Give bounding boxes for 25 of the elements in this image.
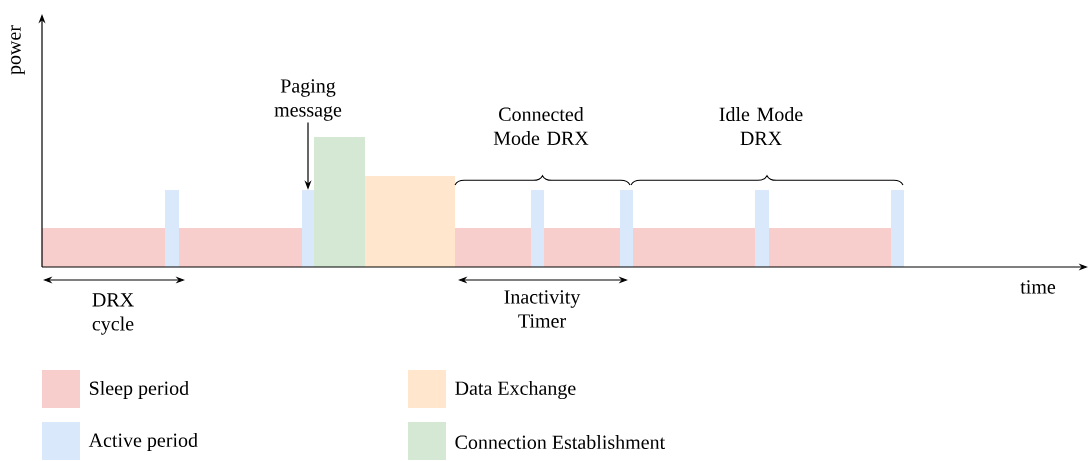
brace-label: Connected Mode DRX: [493, 107, 589, 146]
active-bar: [165, 190, 179, 267]
sleep-bar: [179, 228, 302, 267]
axis-label: time: [1020, 280, 1056, 294]
active-bar: [302, 190, 314, 267]
sleep-bar: [769, 228, 891, 267]
active-bar: [891, 190, 904, 267]
data-exchange-bar: [365, 176, 455, 267]
active-bar: [755, 190, 769, 267]
brace-label: Idle Mode DRX: [719, 107, 803, 145]
connection-bar: [314, 137, 365, 267]
legend-label: Sleep period: [89, 380, 189, 400]
active-bar: [531, 190, 544, 267]
paging-label: Paging message: [274, 79, 342, 121]
legend-label: Data Exchange: [455, 380, 576, 400]
duration-label: DRX cycle: [92, 293, 134, 335]
sleep-bar: [544, 228, 620, 267]
legend-label: Active period: [88, 432, 198, 452]
legend-label: Connection Establishment: [455, 435, 666, 450]
sleep-bar: [42, 228, 165, 267]
sleep-bar: [633, 228, 755, 267]
active-bar: [620, 190, 633, 267]
axis-label: power: [11, 25, 25, 75]
duration-label: Inactivity Timer: [504, 290, 581, 328]
sleep-bar: [455, 228, 531, 267]
